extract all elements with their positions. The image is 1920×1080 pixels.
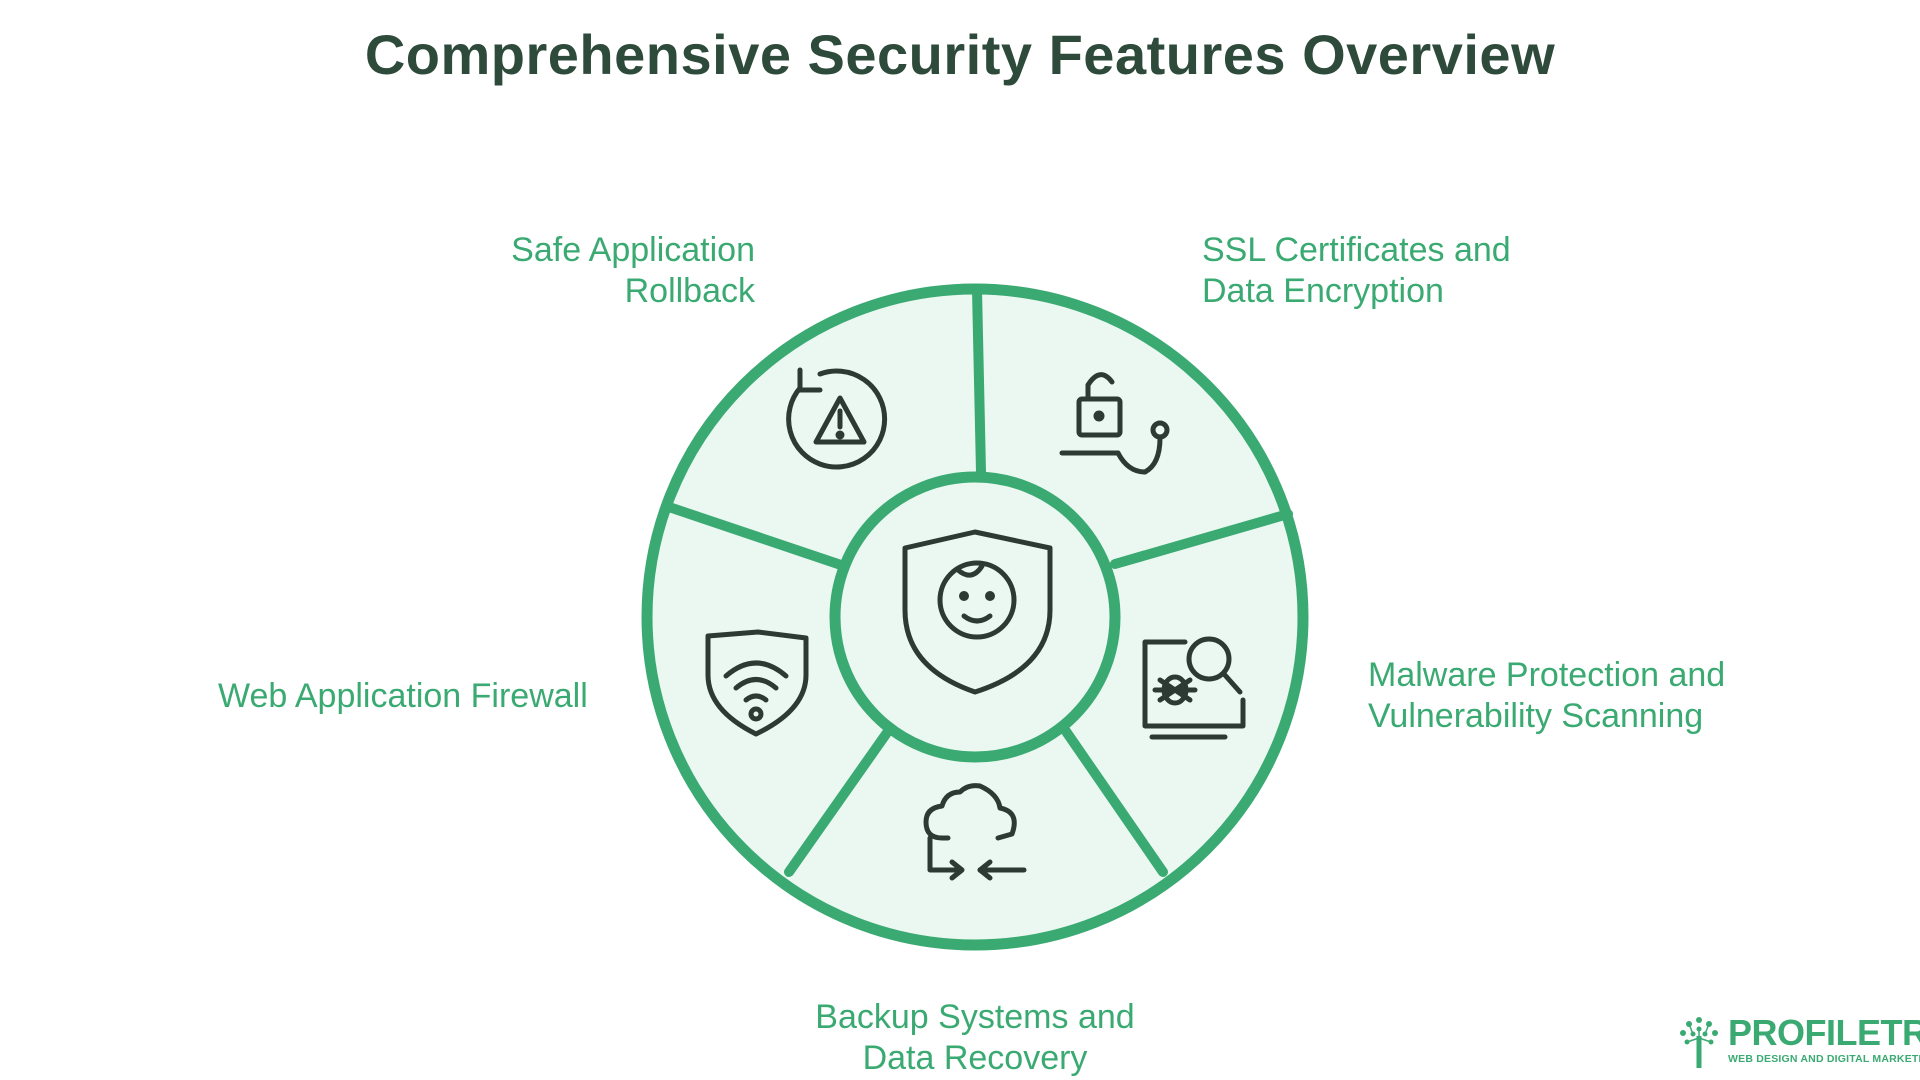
center-hub <box>829 471 1121 763</box>
divider-left <box>661 501 849 571</box>
divider-top <box>972 285 986 477</box>
label-backup-systems: Backup Systems and Data Recovery <box>780 997 1170 1079</box>
divider-bottom-right <box>1058 722 1168 877</box>
label-line: Backup Systems and <box>815 998 1135 1036</box>
bug-scan-icon <box>1142 636 1246 740</box>
face-shield-icon <box>902 529 1053 695</box>
label-line: Web Application Firewall <box>218 677 588 715</box>
segment-dividers <box>661 285 1293 877</box>
label-line: Vulnerability Scanning <box>1368 697 1704 735</box>
logo-tagline: WEB DESIGN AND DIGITAL MARKETING <box>1728 1053 1920 1065</box>
divider-bottom-left <box>784 722 896 877</box>
wifi-shield-icon <box>705 629 809 737</box>
label-line: SSL Certificates and <box>1202 231 1511 269</box>
label-safe-application-rollback: Safe Application Rollback <box>470 230 755 312</box>
label-line: Malware Protection and <box>1368 656 1726 694</box>
label-ssl-certificates: SSL Certificates and Data Encryption <box>1202 230 1522 312</box>
cloud-sync-icon <box>923 783 1027 881</box>
label-line: Safe Application <box>511 231 755 269</box>
page-title: Comprehensive Security Features Overview <box>364 23 1556 86</box>
logo-wordmark: PROFILETREE <box>1728 1012 1920 1053</box>
label-malware-protection: Malware Protection and Vulnerability Sca… <box>1368 655 1748 737</box>
label-web-application-firewall: Web Application Firewall <box>218 676 618 717</box>
tree-icon <box>1680 1017 1718 1068</box>
label-line: Data Encryption <box>1202 272 1444 310</box>
rollback-warning-icon <box>786 367 888 470</box>
label-line: Data Recovery <box>862 1039 1088 1077</box>
padlock-key-icon <box>1059 372 1170 475</box>
label-line: Rollback <box>624 272 755 310</box>
divider-right <box>1110 509 1293 569</box>
profiletree-logo: PROFILETREE WEB DESIGN AND DIGITAL MARKE… <box>1672 1010 1920 1070</box>
